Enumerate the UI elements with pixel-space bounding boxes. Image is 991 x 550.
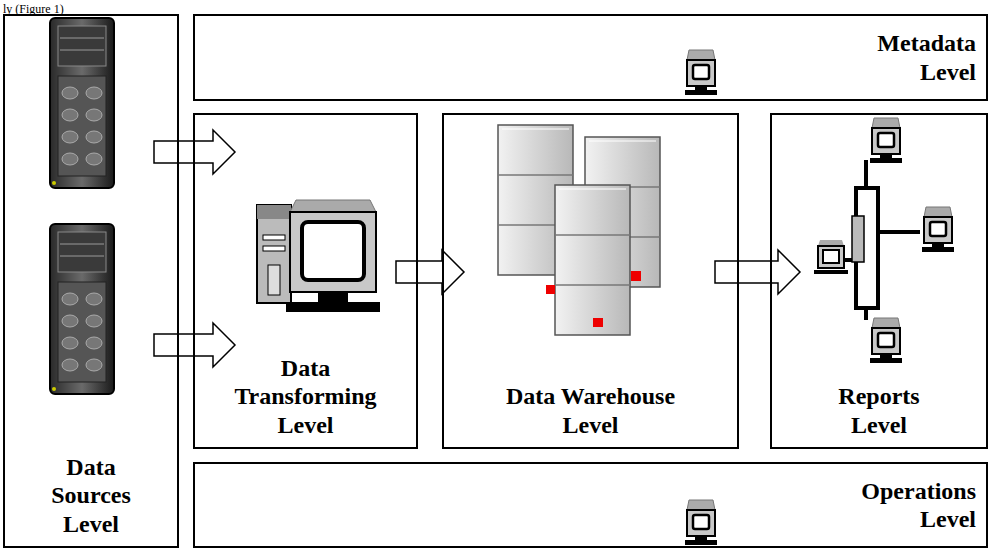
reports-box: Reports Level xyxy=(770,113,988,449)
transforming-box: Data Transforming Level xyxy=(193,113,418,449)
data-sources-box: Data Sources Level xyxy=(3,14,179,548)
metadata-band: Metadata Level xyxy=(193,14,988,101)
operations-band: Operations Level xyxy=(193,462,988,548)
level-label: Reports Level xyxy=(824,382,934,439)
block-arrow xyxy=(715,250,800,294)
level-label: Data Transforming Level xyxy=(226,354,386,439)
level-label: Operations Level xyxy=(846,477,976,534)
level-label: Metadata Level xyxy=(856,29,976,86)
level-label: Data Sources Level xyxy=(31,453,151,538)
warehouse-box: Data Warehouse Level xyxy=(442,113,739,449)
caption-fragment: ly (Figure 1) xyxy=(3,2,64,16)
level-label: Data Warehouse Level xyxy=(481,382,701,439)
block-arrow xyxy=(396,250,464,294)
